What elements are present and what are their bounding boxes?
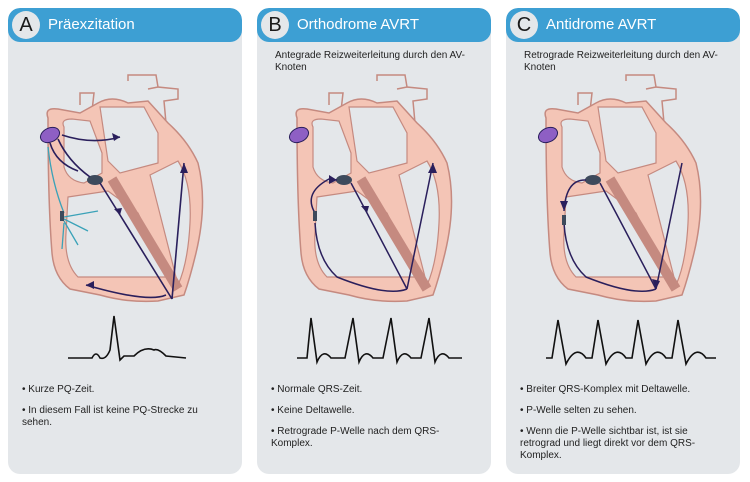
- ecg-trace-icon: [546, 319, 716, 367]
- bullet-item: • In diesem Fall ist keine PQ-Strecke zu…: [22, 405, 198, 428]
- panel-subtitle: Retrograde Reizweiterleitung durch den A…: [524, 50, 718, 73]
- panel-header: B Orthodrome AVRT: [257, 8, 491, 42]
- bullet-list: • Kurze PQ-Zeit. • In diesem Fall ist ke…: [22, 384, 230, 438]
- bullet-item: • Kurze PQ-Zeit.: [22, 384, 95, 395]
- panel-antidrome-avrt: C Antidrome AVRT Retrograde Reizweiterle…: [506, 8, 740, 474]
- bullet-item: • Breiter QRS-Komplex mit Deltawelle.: [520, 384, 691, 395]
- av-node-icon: [336, 175, 352, 185]
- heart-diagram-icon: [39, 74, 204, 303]
- panel-header: C Antidrome AVRT: [506, 8, 740, 42]
- bullet-item: • Normale QRS-Zeit.: [271, 384, 363, 395]
- av-node-icon: [585, 175, 601, 185]
- panel-letter-badge: B: [261, 11, 289, 39]
- panel-title: Orthodrome AVRT: [297, 16, 419, 33]
- panel-title: Antidrome AVRT: [546, 16, 657, 33]
- panel-orthodrome-avrt: B Orthodrome AVRT Antegrade Reizweiterle…: [257, 8, 491, 474]
- ecg-trace-icon: [68, 315, 187, 362]
- panel-praeexzitation: A Präexzitation: [8, 8, 242, 474]
- sa-node-icon: [288, 126, 310, 144]
- panel-header: A Präexzitation: [8, 8, 242, 42]
- sa-node-icon: [537, 126, 559, 144]
- bullet-item: • P-Welle selten zu sehen.: [520, 405, 637, 416]
- bullet-item: • Retrograde P-Welle nach dem QRS-Komple…: [271, 426, 440, 449]
- panel-title: Präexzitation: [48, 16, 135, 33]
- panel-letter-badge: A: [12, 11, 40, 39]
- bullet-list: • Breiter QRS-Komplex mit Deltawelle. • …: [520, 384, 728, 471]
- bullet-list: • Normale QRS-Zeit. • Keine Deltawelle. …: [271, 384, 479, 459]
- av-node-icon: [87, 175, 103, 185]
- bullet-item: • Wenn die P-Welle sichtbar ist, ist sie…: [520, 426, 696, 461]
- ecg-trace-icon: [297, 317, 462, 365]
- bullet-item: • Keine Deltawelle.: [271, 405, 355, 416]
- panel-letter-badge: C: [510, 11, 538, 39]
- heart-diagram-icon: [537, 74, 702, 303]
- panel-subtitle: Antegrade Reizweiterleitung durch den AV…: [275, 50, 465, 73]
- sa-node-icon: [39, 126, 61, 144]
- heart-diagram-icon: [288, 74, 453, 303]
